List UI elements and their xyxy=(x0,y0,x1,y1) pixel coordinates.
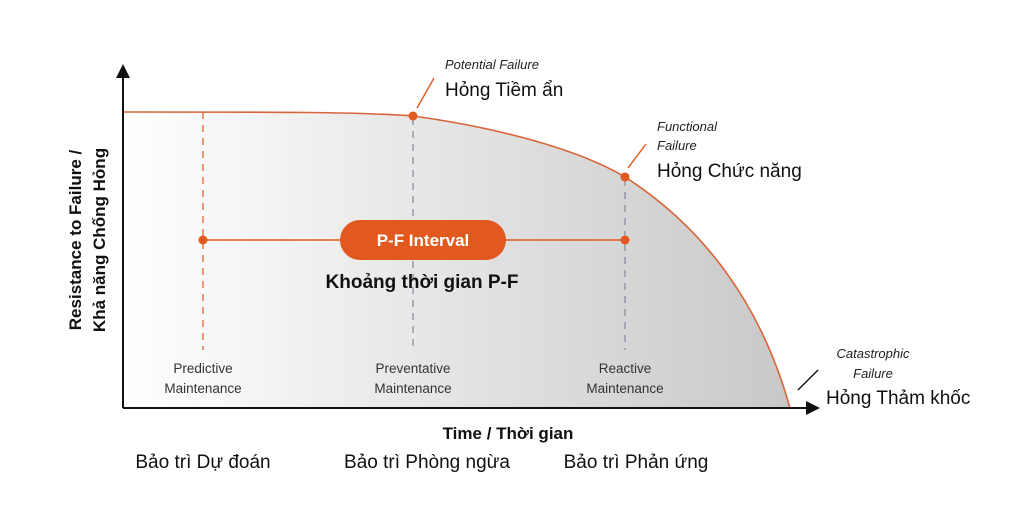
functional-failure-vn: Hỏng Chức năng xyxy=(657,161,802,182)
reactive-vn-label: Bảo trì Phản ứng xyxy=(564,452,709,473)
y-axis-title: Resistance to Failure / Khả năng Chống H… xyxy=(66,148,109,332)
preventative-label-line1: Preventative xyxy=(375,361,450,376)
functional-failure-leader xyxy=(627,143,647,169)
potential-failure-dot xyxy=(408,111,418,121)
catastrophic-failure-en-line2: Failure xyxy=(853,366,893,381)
functional-failure-en-line2: Failure xyxy=(657,138,697,153)
functional-failure-en-line1: Functional xyxy=(657,119,718,134)
resistance-curve xyxy=(122,111,791,409)
x-axis-arrow xyxy=(806,401,820,415)
x-axis-title: Time / Thời gian xyxy=(443,424,574,443)
reactive-label-line1: Reactive xyxy=(599,361,652,376)
potential-failure-leader xyxy=(416,77,435,109)
y-axis-title-vn: Khả năng Chống Hỏng xyxy=(90,148,109,332)
y-axis-arrow xyxy=(116,64,130,78)
functional-failure-dot xyxy=(620,172,630,182)
predictive-label-line2: Maintenance xyxy=(164,381,241,396)
preventative-vn-label: Bảo trì Phòng ngừa xyxy=(344,452,510,473)
pf-interval-vn-label: Khoảng thời gian P-F xyxy=(326,272,519,293)
catastrophic-failure-vn: Hỏng Thảm khốc xyxy=(826,388,970,409)
pf-interval-pill xyxy=(340,220,506,260)
pf-interval-label: P-F Interval xyxy=(377,231,470,250)
pf-interval-start-dot xyxy=(198,235,208,245)
catastrophic-failure-leader xyxy=(797,369,819,391)
potential-failure-vn: Hỏng Tiềm ẩn xyxy=(445,80,563,101)
predictive-vn-label: Bảo trì Dự đoán xyxy=(135,452,270,473)
y-axis-title-en: Resistance to Failure / xyxy=(66,149,85,330)
pf-interval-end-dot xyxy=(620,235,630,245)
reactive-label-line2: Maintenance xyxy=(586,381,663,396)
predictive-label-line1: Predictive xyxy=(173,361,232,376)
potential-failure-en: Potential Failure xyxy=(445,57,539,72)
catastrophic-failure-en-line1: Catastrophic xyxy=(837,346,910,361)
preventative-label-line2: Maintenance xyxy=(374,381,451,396)
